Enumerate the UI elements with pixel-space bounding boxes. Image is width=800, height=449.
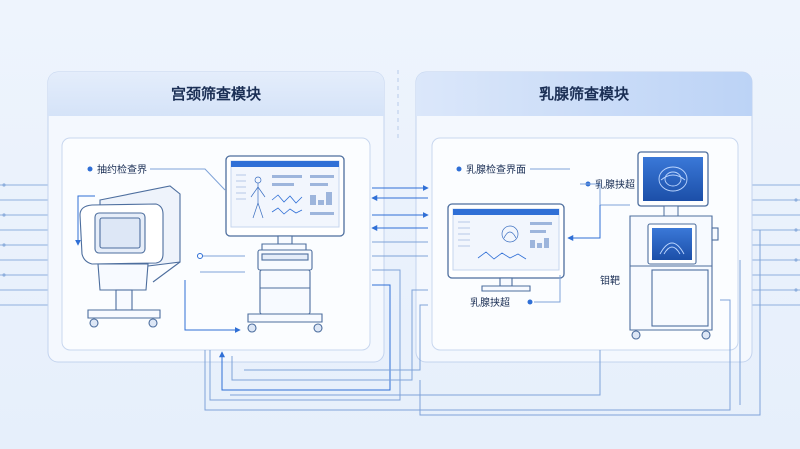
breast-module: 乳腺筛查模块 乳腺检查界面 乳腺挟超 乳腺挟超 钼靶 bbox=[415, 71, 753, 363]
cross-module-connectors bbox=[204, 185, 761, 416]
cervical-module: 宫颈筛查模块 抽约检查界 bbox=[47, 71, 385, 363]
ultrasound-monitor-icon bbox=[447, 203, 565, 292]
mammography-unit-icon bbox=[629, 151, 719, 340]
cervical-module-title: 宫颈筛查模块 bbox=[171, 85, 262, 103]
mammography-device-label: 钼靶 bbox=[600, 274, 620, 287]
colposcope-device-icon bbox=[79, 185, 181, 328]
cervical-screen-header bbox=[231, 161, 339, 167]
breast-interface-label: 乳腺检查界面 bbox=[466, 163, 526, 176]
breast-probe-bottom-label: 乳腺挟超 bbox=[470, 296, 510, 309]
left-edge-connectors bbox=[0, 184, 60, 306]
cervical-exam-label: 抽约检查界 bbox=[97, 163, 147, 176]
cervical-monitor-cart-icon bbox=[225, 155, 345, 333]
breast-module-title: 乳腺筛查模块 bbox=[539, 85, 630, 103]
breast-probe-top-label: 乳腺挟超 bbox=[595, 178, 635, 191]
